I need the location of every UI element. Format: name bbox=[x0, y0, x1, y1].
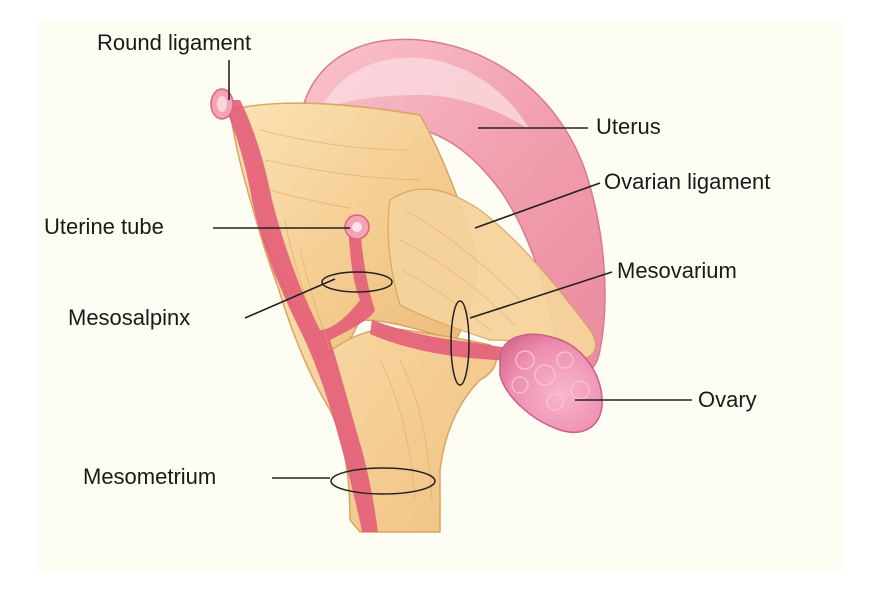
mesovarium-marker-oval bbox=[450, 300, 470, 386]
label-round-ligament: Round ligament bbox=[97, 30, 252, 55]
mesosalpinx-marker-oval bbox=[321, 271, 393, 293]
label-mesovarium: Mesovarium bbox=[617, 258, 737, 283]
ovarian-ligament-leader bbox=[474, 182, 601, 229]
ligament-striations bbox=[259, 129, 521, 501]
ovarian-vessel bbox=[370, 320, 520, 362]
label-mesosalpinx: Mesosalpinx bbox=[68, 305, 191, 330]
uterine-tube-lumen bbox=[352, 222, 362, 232]
label-ovary: Ovary bbox=[698, 387, 757, 412]
label-ovarian-ligament: Ovarian ligament bbox=[604, 169, 771, 194]
label-uterine-tube: Uterine tube bbox=[44, 214, 164, 239]
uterine-tube-vessel bbox=[222, 100, 378, 532]
uterus-highlight bbox=[320, 57, 530, 130]
mesometrium-marker-oval bbox=[330, 467, 436, 495]
label-mesometrium: Mesometrium bbox=[83, 464, 217, 489]
round-ligament-lumen bbox=[217, 96, 227, 112]
leader-lines bbox=[213, 60, 692, 479]
mesovarium-leader bbox=[469, 271, 613, 319]
label-uterus: Uterus bbox=[596, 114, 661, 139]
ovary-follicles bbox=[511, 350, 590, 411]
mesosalpinx-leader bbox=[244, 278, 336, 319]
